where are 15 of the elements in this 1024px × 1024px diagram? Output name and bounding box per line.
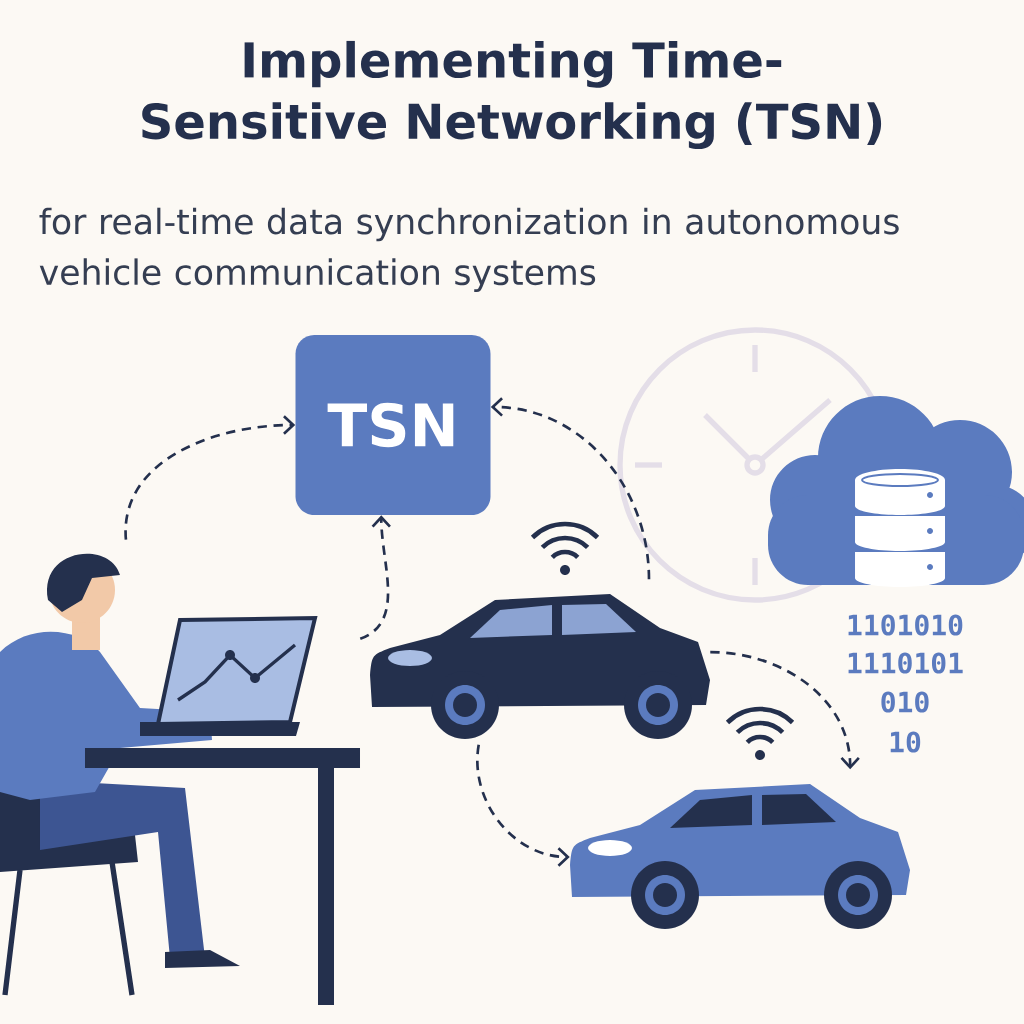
binary-digits: 10 (890, 731, 921, 753)
car-drawing (570, 784, 910, 929)
subtitle: for real-time data synchronization in autonomous vehicle communication systems (39, 207, 899, 292)
car-drawing (370, 594, 710, 739)
binary-digits: 1110101 (848, 652, 963, 674)
dashed-arrow (359, 515, 391, 640)
person-at-laptop-drawing (0, 553, 360, 1005)
dashed-arrow (490, 397, 651, 580)
binary-digits: 1101010 (848, 614, 963, 636)
dashed-arrow (476, 744, 570, 867)
binary-digits: 010 (881, 691, 929, 713)
dashed-arrow (124, 415, 296, 540)
dashed-arrow (710, 650, 860, 770)
rounded-box: TSN (295, 335, 491, 515)
title: Implementing Time-Sensitive Networking (TSN) (142, 40, 882, 150)
